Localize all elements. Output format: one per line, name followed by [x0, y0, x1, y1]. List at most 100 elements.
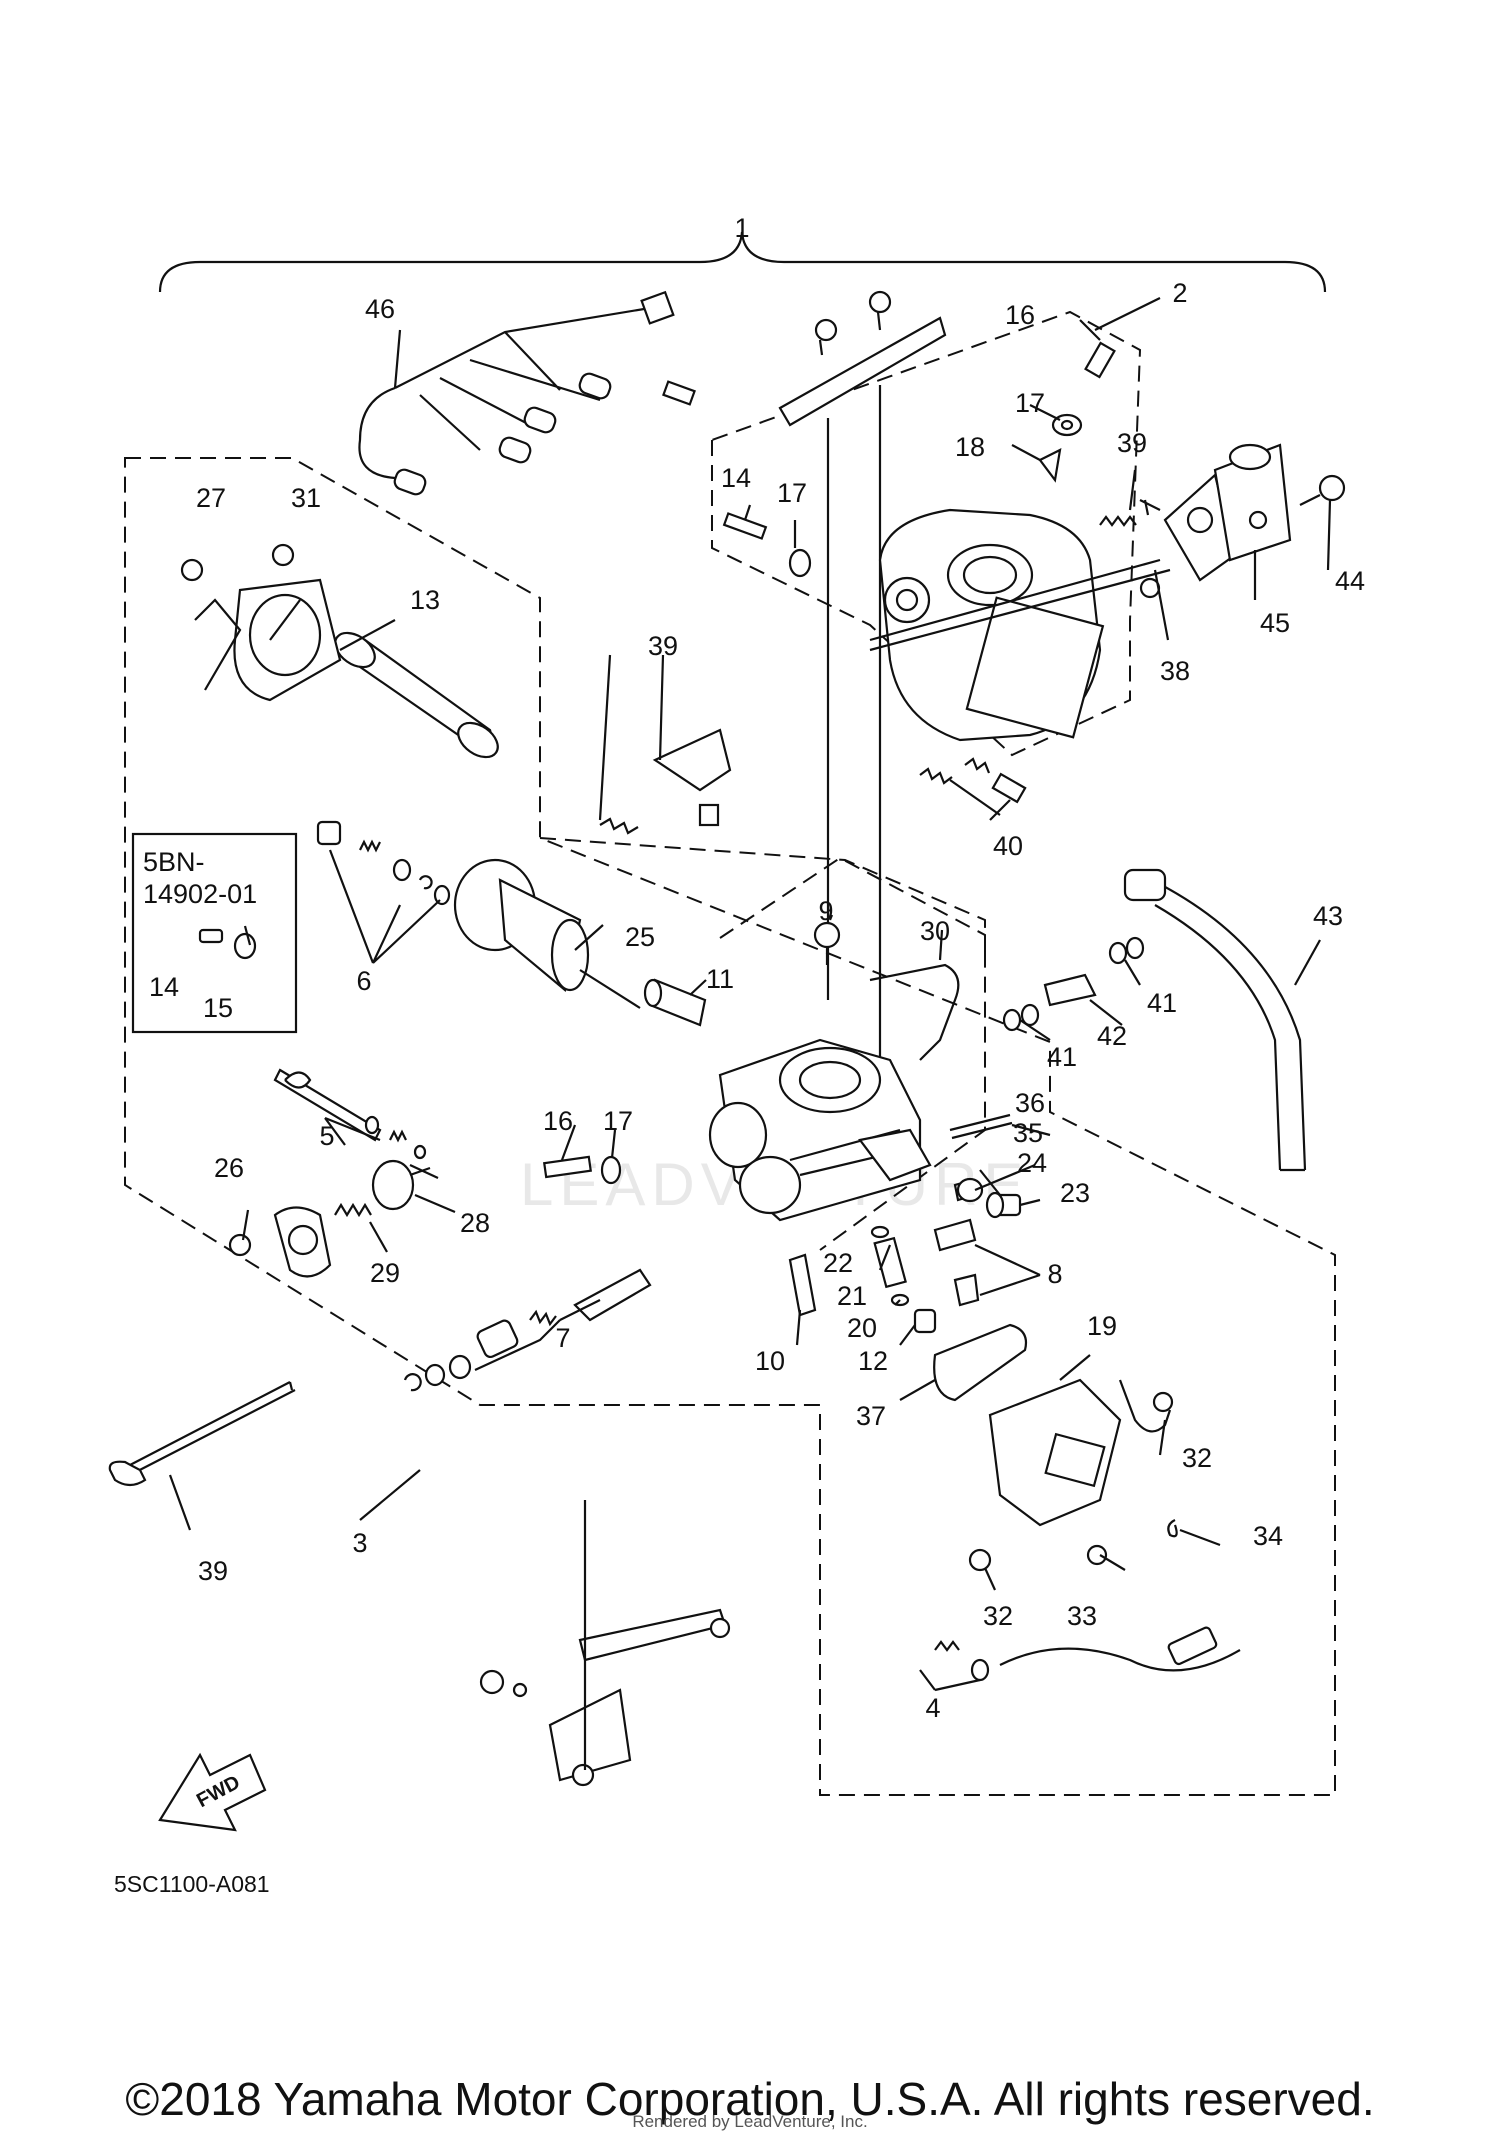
callout-42: 42	[1097, 1021, 1127, 1051]
callout-15: 15	[203, 993, 233, 1023]
callout-7: 7	[555, 1323, 570, 1353]
group-2-dashed-outline	[711, 310, 1142, 757]
part-28-diaphragm	[371, 1159, 431, 1211]
callout-25: 25	[625, 922, 655, 952]
callout-labels: 1 2 3 4 5 6 7 8 9 10 11 12 13 14 14 15 1…	[149, 213, 1365, 1723]
callout-30: 30	[920, 916, 950, 946]
callout-26: 26	[214, 1153, 244, 1183]
assembly-brace	[158, 231, 1327, 293]
callout-5: 5	[319, 1121, 334, 1151]
part-16-jet-lower	[542, 1155, 592, 1179]
leader-lines	[168, 297, 1332, 1692]
callout-39-middle: 39	[648, 631, 678, 661]
callout-16-upper: 16	[1005, 300, 1035, 330]
bottom-bracket	[479, 1500, 731, 1787]
copyright-notice: ©2018 Yamaha Motor Corporation, U.S.A. A…	[125, 2073, 1375, 2125]
callout-40: 40	[993, 831, 1023, 861]
callout-43: 43	[1313, 901, 1343, 931]
callout-41-left: 41	[1047, 1042, 1077, 1072]
callout-21: 21	[837, 1281, 867, 1311]
part-10-drain-screw	[788, 1253, 817, 1317]
part-24-washer	[956, 1177, 984, 1203]
part-30-link-rod	[869, 963, 960, 1061]
part-46-wire-harness	[358, 290, 696, 496]
callout-46: 46	[365, 294, 395, 324]
callout-44: 44	[1335, 566, 1365, 596]
top-bracket-assembly	[778, 290, 947, 1060]
part-9-screw	[813, 921, 841, 965]
callout-33: 33	[1067, 1601, 1097, 1631]
callout-4: 4	[925, 1693, 940, 1723]
part-14-15-kit-parts	[198, 928, 257, 960]
part-18-cap	[1038, 448, 1062, 483]
part-5-pilot-screw	[273, 1068, 427, 1160]
callout-34: 34	[1253, 1521, 1283, 1551]
callout-19: 19	[1087, 1311, 1117, 1341]
part-41-orings	[1002, 936, 1145, 1032]
part-23-drain-plug	[985, 1191, 1022, 1219]
callout-32-right: 32	[1182, 1443, 1212, 1473]
upper-carburetor-body	[869, 472, 1237, 742]
part-44-screw	[1299, 474, 1346, 506]
part-36-pin	[949, 1113, 1013, 1140]
part-8-needle-valve	[933, 1218, 980, 1307]
callout-39-upper: 39	[1117, 428, 1147, 458]
callout-14-kit: 14	[149, 972, 179, 1002]
callout-20: 20	[847, 1313, 877, 1343]
part-19-float-bowl	[988, 1378, 1122, 1527]
part-16-jet-upper	[1084, 341, 1116, 379]
part-42-pipe	[1043, 973, 1097, 1007]
callout-16-lower: 16	[543, 1106, 573, 1136]
callout-18: 18	[955, 432, 985, 462]
part-17-washer-mid	[788, 548, 812, 578]
callout-45: 45	[1260, 608, 1290, 638]
part-29-spring	[334, 1202, 372, 1218]
kit-label-box	[131, 832, 298, 1034]
callout-1: 1	[734, 213, 749, 243]
part-27-31-cover	[180, 543, 342, 702]
main-carburetor-body	[708, 1038, 932, 1222]
part-43-hose	[1123, 868, 1307, 1172]
callout-37: 37	[856, 1401, 886, 1431]
part-14-screw-upper	[722, 512, 768, 540]
callout-17-mid: 17	[777, 478, 807, 508]
callout-17-upper: 17	[1015, 388, 1045, 418]
part-7-jet-stack	[403, 1268, 652, 1392]
part-25-diaphragm-piston	[453, 858, 641, 1009]
part-39-bracket-middle	[599, 728, 732, 835]
callout-28: 28	[460, 1208, 490, 1238]
part-13-spring-tube	[334, 631, 499, 759]
callout-41-right: 41	[1147, 988, 1177, 1018]
kit-dashed-outline	[719, 856, 986, 1251]
callout-11: 11	[706, 964, 734, 994]
callout-9: 9	[818, 896, 833, 926]
part-39-long-rod	[108, 1381, 296, 1487]
part-21-22-main-jet	[870, 1225, 907, 1289]
callout-36: 36	[1015, 1088, 1045, 1118]
callout-10: 10	[755, 1346, 785, 1376]
rendered-by-notice: Rendered by LeadVenture, Inc.	[632, 2112, 868, 2131]
part-17-washer-lower	[600, 1155, 622, 1185]
part-4-throttle-cable	[934, 1626, 1241, 1682]
callout-39-lower: 39	[198, 1556, 228, 1586]
kit-label-line1: 5BN-	[143, 847, 205, 877]
part-11-plunger	[643, 978, 707, 1027]
callout-27: 27	[196, 483, 226, 513]
group-3-dashed-outline	[124, 457, 1336, 1796]
part-32-34-screws-spring	[968, 1379, 1178, 1572]
callout-24: 24	[1017, 1148, 1047, 1178]
callout-8: 8	[1047, 1259, 1062, 1289]
part-40-springs	[919, 757, 1027, 804]
callout-2: 2	[1172, 278, 1187, 308]
callout-35: 35	[1013, 1118, 1043, 1148]
callout-3: 3	[352, 1528, 367, 1558]
part-37-float	[933, 1323, 1028, 1402]
kit-label-line2: 14902-01	[143, 879, 257, 909]
callout-13: 13	[410, 585, 440, 615]
callout-6: 6	[356, 966, 371, 996]
part-6-washers-springs	[316, 820, 451, 906]
callout-22: 22	[823, 1248, 853, 1278]
fwd-arrow-icon: FWD	[158, 1752, 267, 1832]
diagram-code: 5SC1100-A081	[114, 1871, 270, 1897]
